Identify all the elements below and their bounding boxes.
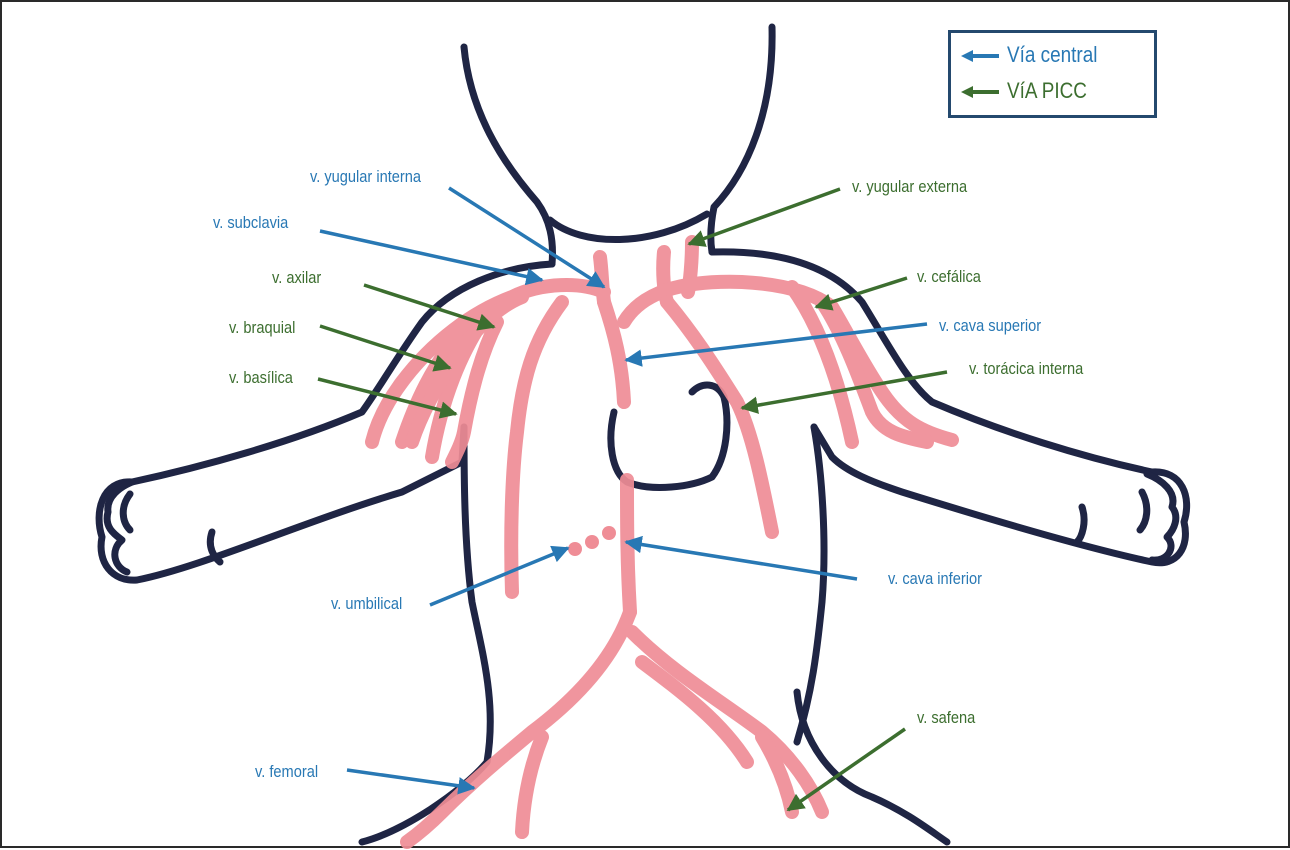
label-subclavia: v. subclavia bbox=[213, 213, 288, 233]
left-finger-2 bbox=[210, 532, 220, 562]
arrow-femoral bbox=[347, 770, 474, 788]
right-finger-2 bbox=[1077, 507, 1084, 542]
umbilical-dot bbox=[568, 542, 582, 556]
label-cava-inferior: v. cava inferior bbox=[888, 569, 982, 589]
label-axilar: v. axilar bbox=[272, 268, 321, 288]
vein-cava-inferior bbox=[627, 480, 630, 612]
vein-safena-right bbox=[632, 632, 822, 812]
umbilical-dot bbox=[602, 526, 616, 540]
umbilical-dot bbox=[585, 535, 599, 549]
legend-box: Vía central VíA PICC bbox=[948, 30, 1157, 118]
legend-picc-arrow-icon bbox=[961, 85, 1001, 99]
right-shoulder-arm-outline bbox=[712, 252, 1187, 563]
label-yugular-interna: v. yugular interna bbox=[310, 167, 421, 187]
legend-picc-row: VíA PICC bbox=[961, 77, 1100, 107]
umbilical-dots bbox=[568, 526, 616, 556]
legend-central-arrow-icon bbox=[961, 49, 1001, 63]
label-safena: v. safena bbox=[917, 708, 975, 728]
label-braquial: v. braquial bbox=[229, 318, 295, 338]
right-finger-1 bbox=[1140, 492, 1147, 530]
chin-outline bbox=[550, 214, 707, 240]
legend-central-row: Vía central bbox=[961, 41, 1112, 71]
arrow-axilar bbox=[364, 285, 494, 327]
label-toracica-interna: v. torácica interna bbox=[969, 359, 1083, 379]
neck-left-outline bbox=[464, 47, 552, 264]
legend-central-label: Vía central bbox=[1007, 41, 1097, 69]
legend-picc-label: VíA PICC bbox=[1007, 77, 1087, 105]
right-torso-outline bbox=[797, 427, 824, 742]
label-yugular-externa: v. yugular externa bbox=[852, 177, 967, 197]
arrow-subclavia bbox=[320, 231, 542, 280]
vein-femoral-left-2 bbox=[522, 737, 542, 832]
label-cefalica: v. cefálica bbox=[917, 267, 981, 287]
label-cava-superior: v. cava superior bbox=[939, 316, 1041, 336]
vein-toracica-interna bbox=[667, 302, 772, 532]
left-finger-1 bbox=[123, 494, 130, 530]
label-femoral: v. femoral bbox=[255, 762, 318, 782]
arrow-umbilical bbox=[430, 548, 568, 605]
right-hand-outline bbox=[1147, 474, 1176, 560]
vein-left-descending bbox=[511, 302, 562, 592]
label-umbilical: v. umbilical bbox=[331, 594, 402, 614]
label-basilica: v. basílica bbox=[229, 368, 293, 388]
arrow-cava-superior bbox=[626, 324, 927, 360]
body-outline bbox=[99, 27, 1187, 842]
